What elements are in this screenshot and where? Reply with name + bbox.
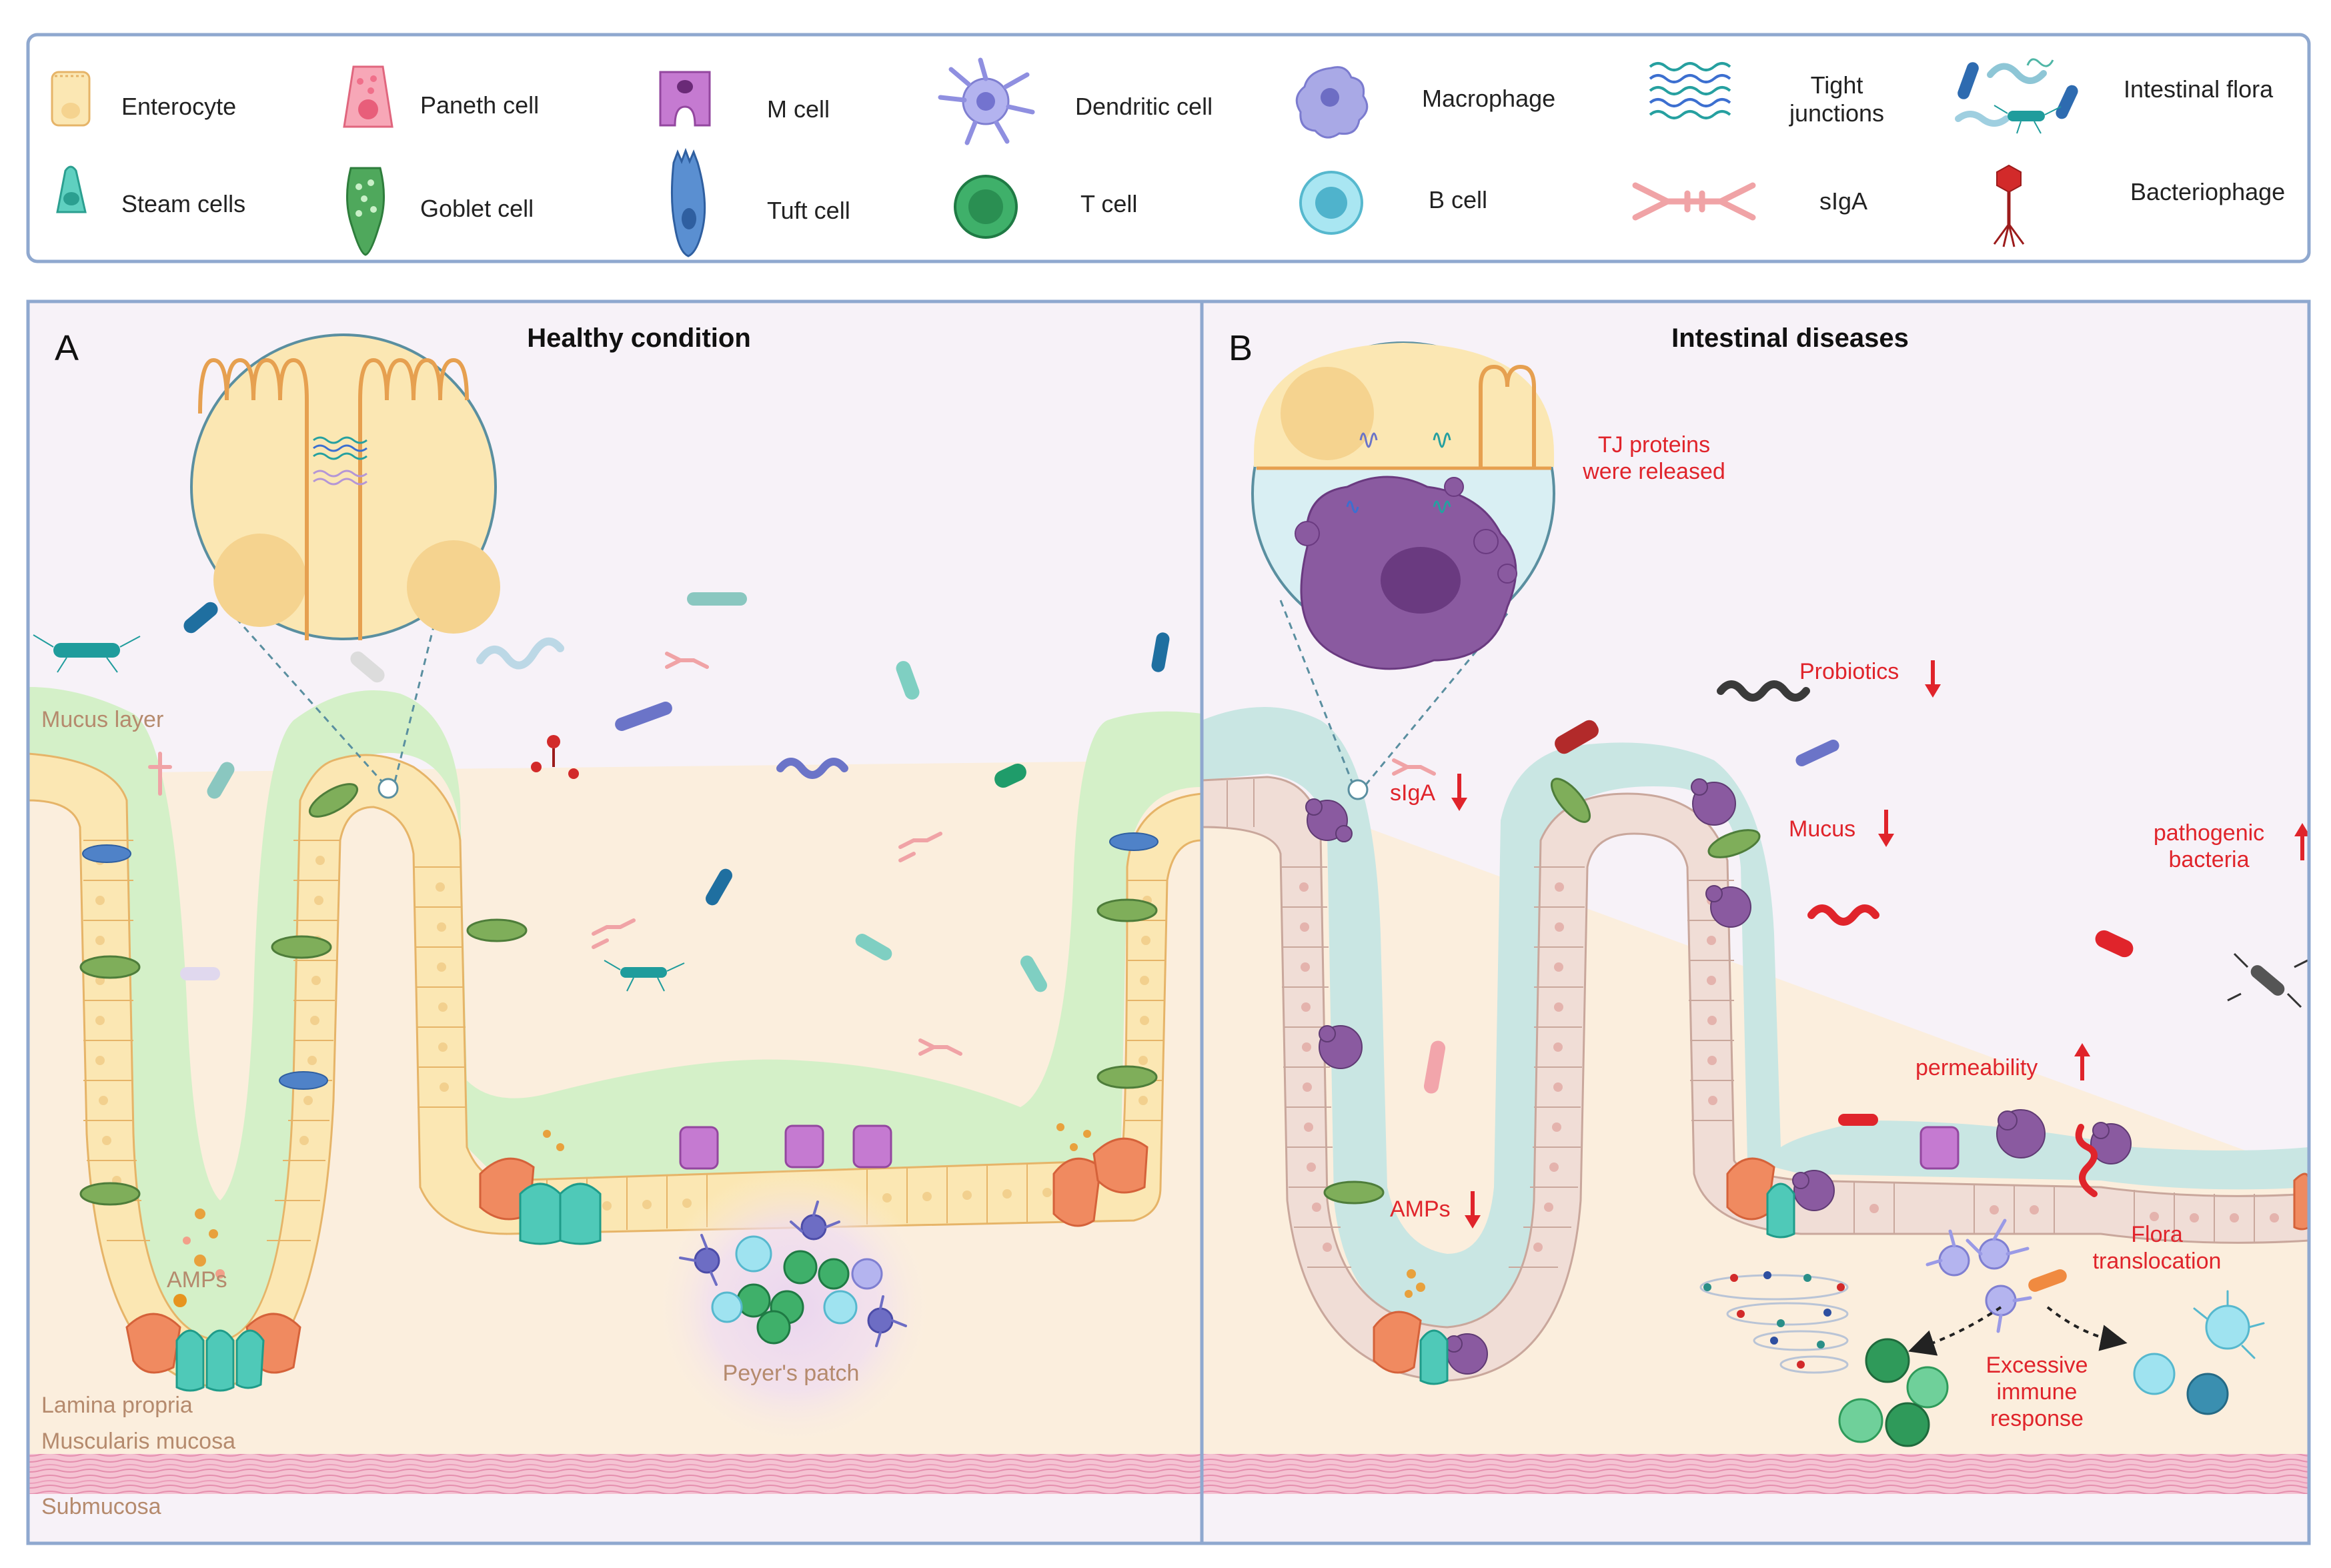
panel-b-cell-borders xyxy=(1227,779,2255,1268)
panel-b-title: Intestinal diseases xyxy=(1671,323,1909,353)
panel-a-crypt-base-mid xyxy=(479,1137,1148,1245)
intestinal-flora-icon xyxy=(1955,58,2078,134)
legend-label-tight-junctions-1: Tight xyxy=(1811,71,1863,99)
panel-a-bacteriophage xyxy=(531,735,579,779)
panel-a-muscularis-band xyxy=(28,1454,1202,1494)
label-mucus-layer: Mucus layer xyxy=(41,707,163,732)
legend: Enterocyte Steam cells Paneth cell Goble… xyxy=(26,33,2311,263)
legend-label-enterocyte: Enterocyte xyxy=(121,93,236,120)
macrophage-icon xyxy=(1295,66,1369,139)
legend-label-macrophage: Macrophage xyxy=(1422,85,1555,112)
label-lamina-propria: Lamina propria xyxy=(41,1393,193,1418)
panel-b-mucus-layer xyxy=(1202,707,2309,1334)
legend-label-tuft-cell: Tuft cell xyxy=(767,197,850,224)
dendritic-cell-icon xyxy=(938,57,1035,145)
label-siga-b: sIgA xyxy=(1390,780,1435,806)
label-submucosa: Submucosa xyxy=(41,1494,161,1519)
enterocyte-icon xyxy=(51,71,91,127)
panel-a-goblet-cells xyxy=(79,783,1158,1206)
panel-a-m-cells xyxy=(679,1124,892,1170)
panel-b-frame xyxy=(1200,299,2311,1545)
panel-b-muscularis-band xyxy=(1202,1454,2309,1494)
label-permeability: permeability xyxy=(1915,1055,2038,1080)
panel-b-epithelium xyxy=(1201,776,2310,1382)
arrow-up-pathogenic xyxy=(2294,823,2310,860)
paneth-cell-icon xyxy=(343,65,394,128)
panel-b-nuclei xyxy=(1299,882,2279,1252)
legend-label-m-cell: M cell xyxy=(767,95,830,123)
label-pathogenic-1: pathogenic xyxy=(2154,820,2264,846)
panel-a-crypt-base-left xyxy=(125,1313,301,1392)
panel-a: A Healthy condition Mucus layer AMPs Pey… xyxy=(27,301,1203,1543)
arrow-up-permeability xyxy=(2074,1043,2090,1080)
arrow-down-mucus xyxy=(1878,810,1894,847)
label-peyers-patch: Peyer's patch xyxy=(723,1361,860,1386)
panel-b-immune-cells xyxy=(1699,1219,2265,1447)
label-amps-b: AMPs xyxy=(1390,1197,1451,1222)
label-excessive-3: response xyxy=(1990,1406,2084,1431)
legend-frame xyxy=(26,33,2311,263)
label-tj-released-1: TJ proteins xyxy=(1598,432,1710,458)
legend-label-flora: Intestinal flora xyxy=(2124,75,2274,103)
panel-a-tuft-cells xyxy=(82,832,1158,1090)
arrow-down-probiotics xyxy=(1925,660,1941,698)
legend-label-t-cell: T cell xyxy=(1080,190,1137,217)
legend-label-bacteriophage: Bacteriophage xyxy=(2130,178,2285,205)
red-arrows xyxy=(1451,660,2310,1229)
arrow-down-siga xyxy=(1451,774,1467,811)
label-excessive-2: immune xyxy=(1997,1379,2078,1405)
panel-b-amp-dots xyxy=(1405,1269,1425,1298)
legend-label-b-cell: B cell xyxy=(1429,186,1487,213)
panel-a-mucus-layer xyxy=(28,687,1202,1354)
label-excessive-1: Excessive xyxy=(1986,1353,2088,1378)
panel-b-crypt-cells xyxy=(1373,1126,2310,1385)
stem-cell-icon xyxy=(56,165,87,213)
label-flora-2: translocation xyxy=(2093,1249,2222,1274)
label-tj-released-2: were released xyxy=(1582,459,1725,484)
legend-label-tight-junctions-2: junctions xyxy=(1789,99,1884,127)
b-cell-icon xyxy=(1299,171,1363,235)
t-cell-icon xyxy=(954,175,1018,239)
tuft-cell-icon xyxy=(670,147,706,257)
panel-a-letter: A xyxy=(55,328,79,368)
panel-b-macrophages xyxy=(1305,778,2132,1375)
label-amps-a: AMPs xyxy=(167,1267,227,1293)
label-muscularis: Muscularis mucosa xyxy=(41,1429,235,1454)
panel-a-title: Healthy condition xyxy=(527,323,751,353)
arrow-down-amps xyxy=(1465,1191,1481,1229)
m-cell-icon xyxy=(659,71,711,127)
panel-b-magnifier xyxy=(1251,341,1555,800)
flora-translocation-cytokines xyxy=(1699,1274,1849,1374)
peyers-patch xyxy=(654,1167,934,1447)
legend-label-goblet: Goblet cell xyxy=(420,195,534,222)
tight-junction-icon xyxy=(1649,62,1731,119)
panel-a-lumen-bacteria xyxy=(33,592,1170,1056)
panel-b-goblet-cells xyxy=(1323,778,1761,1205)
label-probiotics: Probiotics xyxy=(1799,659,1899,684)
goblet-cell-icon xyxy=(346,167,385,256)
bacteriophage-icon xyxy=(1993,164,2025,247)
legend-label-stem-cells: Steam cells xyxy=(121,190,245,217)
legend-label-dendritic: Dendritic cell xyxy=(1075,93,1213,120)
panel-a-nuclei xyxy=(95,856,1152,1212)
siga-icon xyxy=(1632,182,1756,221)
panel-b-lumen-bacteria xyxy=(1392,680,2308,1197)
label-pathogenic-2: bacteria xyxy=(2169,847,2250,872)
panel-b-letter: B xyxy=(1229,328,1253,368)
legend-label-paneth: Paneth cell xyxy=(420,91,539,119)
label-mucus-b: Mucus xyxy=(1789,816,1855,842)
label-flora-1: Flora xyxy=(2131,1222,2183,1247)
panel-b: B Intestinal diseases TJ proteins were r… xyxy=(1201,301,2310,1543)
panel-a-amp-dots xyxy=(173,1123,1091,1307)
panel-a-submucosa xyxy=(28,1494,1202,1543)
legend-label-siga: sIgA xyxy=(1819,187,1867,215)
panel-a-magnifier xyxy=(190,333,500,799)
